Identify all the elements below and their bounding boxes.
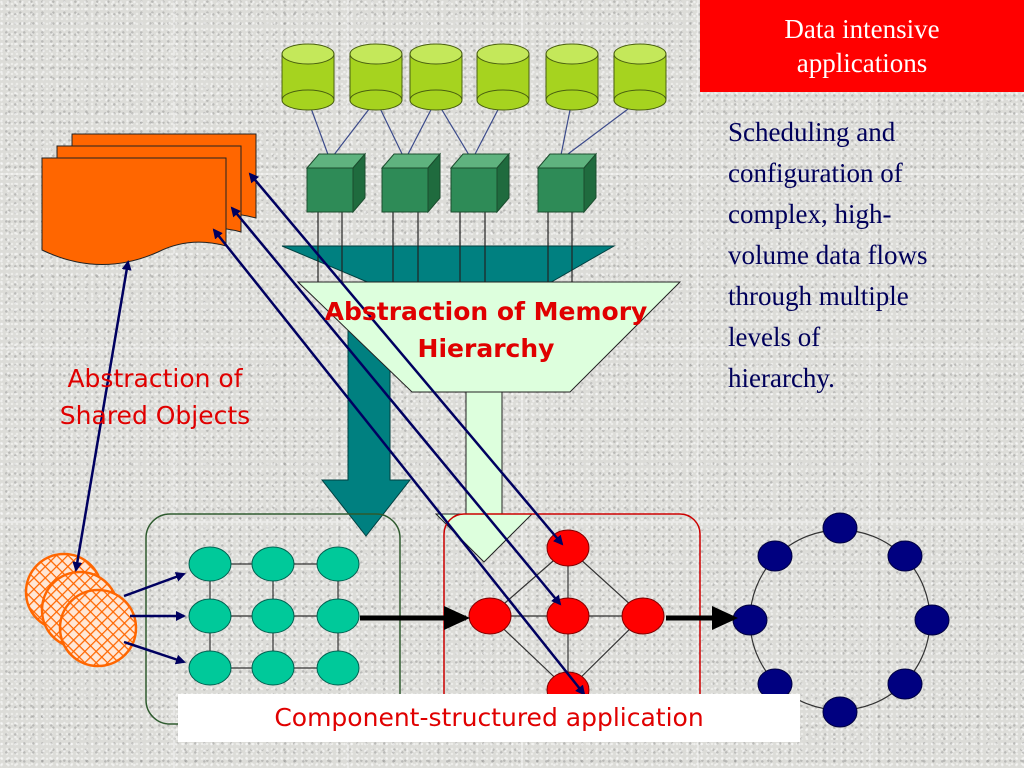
compute-node xyxy=(449,152,511,214)
grid-node xyxy=(316,546,360,582)
ring-node xyxy=(914,604,950,636)
description-line: volume data flows xyxy=(728,240,928,270)
description-line: complex, high- xyxy=(728,199,892,229)
mesh-objects xyxy=(24,552,138,668)
storage-cylinder xyxy=(281,43,335,111)
graph-node xyxy=(546,597,590,635)
ring-node xyxy=(732,604,768,636)
ring-node xyxy=(887,540,923,572)
label-line: Abstraction of xyxy=(67,364,243,393)
description-text: Scheduling and configuration of complex,… xyxy=(728,112,998,399)
label-line: Hierarchy xyxy=(417,334,555,363)
storage-cylinder xyxy=(349,43,403,111)
ring-node xyxy=(822,696,858,728)
label-line: Shared Objects xyxy=(59,401,251,430)
compute-node xyxy=(305,152,367,214)
storage-cylinder xyxy=(613,43,667,111)
grid-node xyxy=(251,598,295,634)
grid-node xyxy=(251,546,295,582)
compute-node xyxy=(380,152,442,214)
ring-node xyxy=(887,668,923,700)
component-application-label: Component-structured application xyxy=(178,694,800,742)
grid-node xyxy=(316,598,360,634)
compute-nodes xyxy=(305,152,598,214)
description-line: Scheduling and xyxy=(728,117,896,147)
storage-cylinder xyxy=(545,43,599,111)
mesh-to-grid-arrows xyxy=(123,572,186,665)
grid-node xyxy=(188,650,232,686)
description-line: hierarchy. xyxy=(728,363,835,393)
grid-node xyxy=(251,650,295,686)
red-graph xyxy=(468,529,665,709)
graph-node xyxy=(621,597,665,635)
graph-node xyxy=(468,597,512,635)
ring-network xyxy=(732,512,950,728)
ring-node xyxy=(822,512,858,544)
grid-node xyxy=(316,650,360,686)
ring-node xyxy=(757,540,793,572)
label-line: Abstraction of Memory xyxy=(324,297,648,326)
storage-cylinders xyxy=(281,43,667,111)
compute-node xyxy=(536,152,598,214)
description-line: through multiple xyxy=(728,281,909,311)
grid-node xyxy=(188,546,232,582)
storage-cylinder xyxy=(409,43,463,111)
node-grid xyxy=(188,546,360,686)
shared-objects-label: Abstraction of Shared Objects xyxy=(14,360,296,434)
memory-hierarchy-label: Abstraction of Memory Hierarchy xyxy=(286,293,686,367)
shared-documents xyxy=(41,133,257,265)
description-line: configuration of xyxy=(728,158,903,188)
title-box: Data intensive applications xyxy=(700,0,1024,92)
abstraction-arrows xyxy=(72,172,586,696)
title-line: Data intensive xyxy=(784,14,940,44)
storage-links xyxy=(307,99,641,161)
title-line: applications xyxy=(796,48,928,78)
grid-node xyxy=(188,598,232,634)
description-line: levels of xyxy=(728,322,821,352)
storage-cylinder xyxy=(476,43,530,111)
